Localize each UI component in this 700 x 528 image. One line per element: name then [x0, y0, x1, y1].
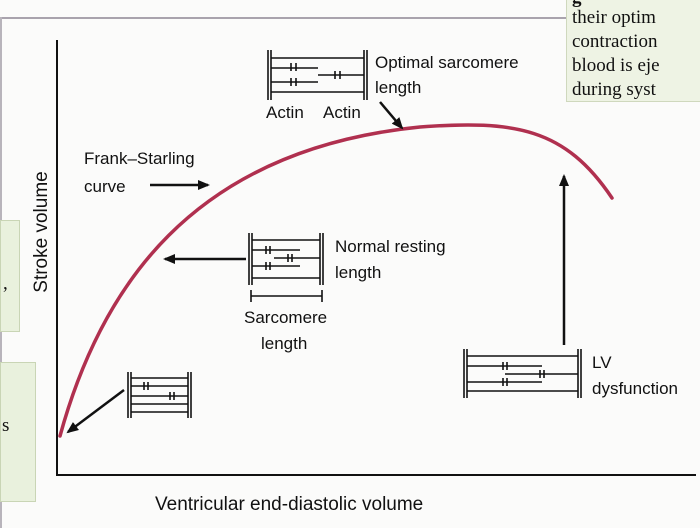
- side-note-2-text: s: [2, 415, 10, 436]
- normal-label-line-2: length: [335, 263, 382, 282]
- note-line-3: blood is eje: [572, 55, 660, 76]
- side-note-1-text: ,: [3, 273, 8, 294]
- side-note-box-2: s: [0, 362, 36, 502]
- sarcomere-length-label-line-2: length: [261, 334, 308, 353]
- note-line-2: contraction: [572, 31, 658, 52]
- optimal-arrow: [379, 101, 404, 130]
- x-axis-label: Ventricular end-diastolic volume: [155, 494, 424, 515]
- actin-label-left: Actin: [266, 103, 304, 122]
- page-top-rule: [0, 17, 566, 19]
- dysfunction-sarcomere-icon: [463, 349, 582, 398]
- sarcomere-length-label-line-1: Sarcomere: [244, 308, 328, 327]
- x-axis-line: [56, 474, 696, 476]
- text-note-box: g their optim contraction blood is eje d…: [566, 0, 700, 102]
- y-axis-line: [56, 40, 58, 476]
- note-line-1: their optim: [572, 7, 656, 28]
- note-line-4: during syst: [572, 79, 656, 100]
- curve-label-line-2: curve: [84, 177, 126, 196]
- frank-starling-curve: [58, 123, 614, 438]
- optimal-label-line-2: length: [375, 78, 422, 97]
- actin-label-right: Actin: [323, 103, 361, 122]
- short-sarcomere-icon: [127, 372, 192, 418]
- dysfunction-label-line-2: dysfunction: [592, 379, 678, 398]
- normal-sarcomere-icon: [248, 233, 324, 302]
- optimal-sarcomere-icon: [267, 50, 368, 100]
- side-note-box-1: ,: [0, 220, 20, 332]
- short-length-arrow: [66, 389, 125, 434]
- curve-label-line-1: Frank–Starling: [84, 149, 195, 168]
- normal-label-line-1: Normal resting: [335, 237, 446, 256]
- note-cut-glyph: g: [572, 0, 582, 10]
- optimal-label-line-1: Optimal sarcomere: [375, 53, 519, 72]
- dysfunction-label-line-1: LV: [592, 353, 612, 372]
